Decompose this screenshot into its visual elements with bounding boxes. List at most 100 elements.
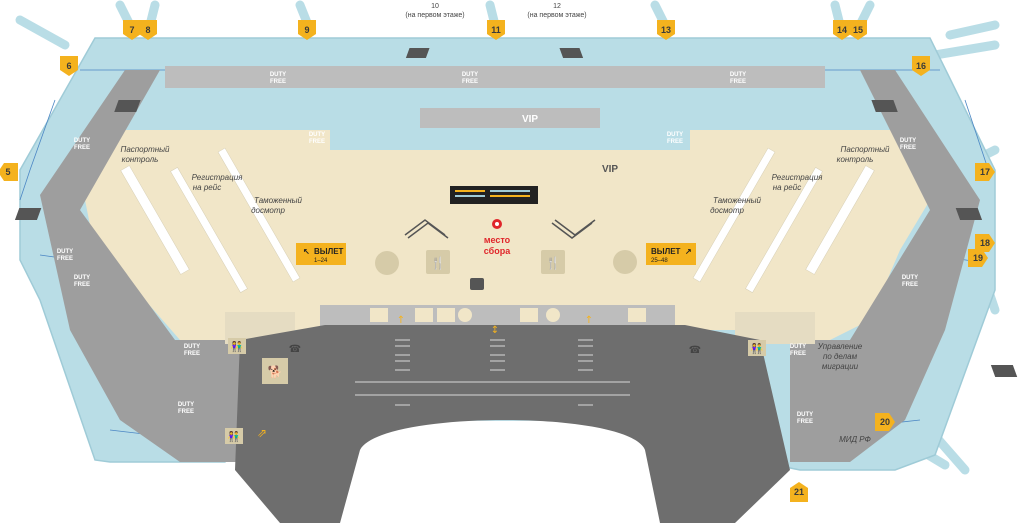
svg-text:👫: 👫 [231,340,244,353]
escalator-right-icon [551,219,596,239]
baggage-icon [470,278,484,290]
escalator-left-icon [404,219,449,239]
gate-marker-6: 6 [60,56,78,76]
toilet-icon-left: 👫 [228,338,246,354]
ramp-icon: ⇗ [257,426,267,440]
svg-text:Таможенный: Таможенный [254,196,303,205]
duty-free-center-left: DUTY FREE [309,132,325,145]
duty-free-left-2: DUTY FREE [57,249,73,262]
gate-number: 20 [880,417,890,427]
flight-board-icon [450,186,538,204]
svg-text:FREE: FREE [730,79,746,85]
svg-text:DUTY: DUTY [309,132,325,138]
svg-text:FREE: FREE [462,79,478,85]
svg-text:↖: ↖ [303,247,310,256]
svg-text:досмотр: досмотр [710,206,744,215]
svg-text:FREE: FREE [902,282,918,288]
currency-exchange-icon [613,250,637,274]
svg-text:↑: ↑ [585,315,593,326]
duty-free-left-3: DUTY FREE [74,275,90,288]
duty-free-right-2: DUTY FREE [902,275,918,288]
gate-marker-13: 13 [657,20,675,40]
svg-text:миграции: миграции [822,362,859,371]
svg-text:сбора: сбора [484,246,511,256]
gate-marker-11: 11 [487,20,505,40]
gate-number: 8 [145,25,150,35]
dog-icon: 🐕 [262,358,288,384]
svg-text:DUTY: DUTY [74,275,90,281]
restaurant-icon-2: 🍴 [541,250,565,274]
meeting-point: место сбора [484,219,511,256]
gate-number: 21 [794,487,804,497]
svg-text:👫: 👫 [751,342,764,355]
vip-top-label: VIP [522,114,538,125]
phone-icon-right: ☎ [689,345,701,356]
svg-text:(на первом этаже): (на первом этаже) [527,12,586,19]
duty-free-top-3: DUTY FREE [730,72,746,85]
svg-text:FREE: FREE [790,351,806,357]
gate-marker-8: 8 [139,20,157,40]
svg-text:↕: ↕ [491,325,499,336]
gate-marker-5: 5 [0,163,18,181]
duty-free-bottom-left-2: DUTY FREE [178,402,194,415]
svg-text:FREE: FREE [309,139,325,145]
svg-text:DUTY: DUTY [790,344,806,350]
passport-control-right: Паспортный контроль [837,145,890,164]
duty-free-top-1: DUTY FREE [270,72,286,85]
gate-marker-19: 19 [968,249,988,267]
round-kiosk [375,251,399,275]
mfa-label: МИД РФ [839,435,871,444]
customs-left: Таможенный досмотр [251,196,302,215]
svg-text:1–24: 1–24 [314,258,328,264]
duty-free-bottom-right-2: DUTY FREE [797,412,813,425]
svg-text:DUTY: DUTY [902,275,918,281]
svg-text:контроль: контроль [837,155,874,164]
svg-text:FREE: FREE [57,256,73,262]
svg-text:↑: ↑ [397,315,405,326]
svg-text:Управление: Управление [817,342,863,351]
checkin-left: Регистрация на рейс [192,173,244,192]
svg-text:Паспортный: Паспортный [121,145,171,154]
svg-text:Паспортный: Паспортный [841,145,891,154]
customs-right: Таможенный досмотр [710,196,761,215]
gate-number: 16 [916,61,926,71]
svg-text:на рейс: на рейс [773,183,801,192]
svg-text:FREE: FREE [270,79,286,85]
svg-text:Таможенный: Таможенный [713,196,762,205]
stairs-icons [14,48,1018,377]
gate-number: 9 [304,25,309,35]
svg-text:досмотр: досмотр [251,206,285,215]
toilet-icon-bottom: 👫 [225,428,243,444]
gate-number: 6 [66,61,71,71]
svg-text:FREE: FREE [797,419,813,425]
departure-sign-right: ВЫЛЕТ ↗ 25–48 [646,243,696,265]
svg-text:(на первом этаже): (на первом этаже) [405,12,464,19]
svg-text:DUTY: DUTY [667,132,683,138]
vip-right-label: VIP [602,164,618,175]
apron [235,325,790,523]
svg-text:Регистрация: Регистрация [192,173,244,182]
gate-marker-16: 16 [912,56,930,76]
duty-free-left-1: DUTY FREE [74,138,90,151]
svg-text:12: 12 [553,3,561,10]
svg-text:FREE: FREE [74,145,90,151]
svg-text:DUTY: DUTY [730,72,746,78]
top-lounge-vip [420,108,600,128]
checkin-desks-right [692,147,875,293]
svg-text:🍴: 🍴 [431,256,446,270]
svg-text:FREE: FREE [178,409,194,415]
duty-free-bottom-right-1: DUTY FREE [790,344,806,357]
apron-island [350,447,650,523]
svg-text:⇗: ⇗ [257,426,267,440]
svg-text:DUTY: DUTY [900,138,916,144]
gate-number: 13 [661,25,671,35]
gate-number: 15 [853,25,863,35]
svg-text:на рейс: на рейс [193,183,221,192]
gate-marker-17: 17 [975,163,995,181]
departure-sign-left: ↖ ВЫЛЕТ 1–24 [296,243,346,265]
gate-marker-18: 18 [975,234,995,252]
svg-text:ВЫЛЕТ: ВЫЛЕТ [314,247,344,256]
gate-arrows: ↑ ↕ ↑ [397,315,593,336]
svg-text:10: 10 [431,3,439,10]
gate-number: 5 [5,167,10,177]
